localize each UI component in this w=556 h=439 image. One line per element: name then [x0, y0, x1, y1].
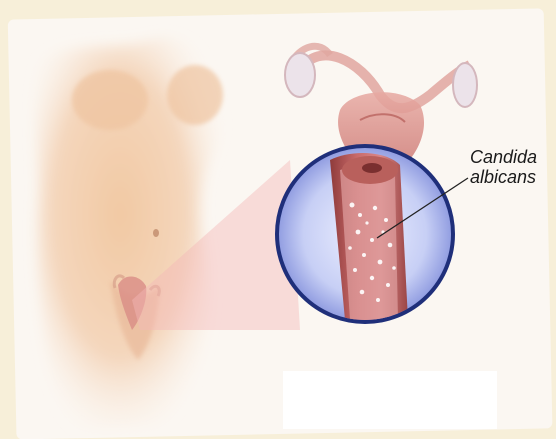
- blank-caption-box: [283, 371, 497, 429]
- label-line-2: albicans: [470, 167, 556, 187]
- torso-figure: [35, 38, 223, 430]
- left-ovary: [285, 53, 315, 97]
- label-line-1: Candida: [470, 147, 556, 167]
- right-ovary: [453, 63, 477, 107]
- candida-albicans-label: Candida albicans: [470, 147, 556, 187]
